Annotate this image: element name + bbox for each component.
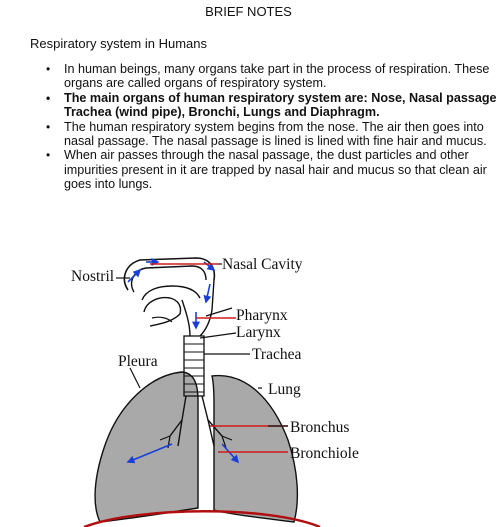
right-lung bbox=[211, 374, 299, 523]
note-item: In human beings, many organs take part i… bbox=[46, 62, 497, 91]
label-pharynx: Pharynx bbox=[236, 307, 288, 324]
page-title: BRIEF NOTES bbox=[205, 4, 292, 19]
label-nostril: Nostril bbox=[71, 268, 114, 285]
label-bronchus: Bronchus bbox=[290, 419, 349, 436]
label-trachea: Trachea bbox=[252, 346, 301, 363]
note-item: The main organs of human respiratory sys… bbox=[46, 91, 497, 120]
left-lung bbox=[94, 371, 199, 523]
label-bronchiole: Bronchiole bbox=[290, 445, 359, 462]
note-item: When air passes through the nasal passag… bbox=[46, 148, 497, 191]
label-lung: Lung bbox=[268, 381, 301, 398]
diaphragm bbox=[83, 510, 321, 527]
note-item: The human respiratory system begins from… bbox=[46, 120, 497, 149]
notes-list: In human beings, many organs take part i… bbox=[44, 62, 497, 192]
trachea-tube bbox=[183, 335, 205, 397]
bronchi bbox=[169, 395, 223, 447]
section-heading: Respiratory system in Humans bbox=[30, 36, 207, 51]
label-pleura: Pleura bbox=[118, 353, 158, 370]
label-larynx: Larynx bbox=[236, 324, 281, 341]
label-nasal-cavity: Nasal Cavity bbox=[222, 256, 303, 273]
respiratory-system-diagram: Nostril Nasal Cavity Pharynx Larynx Trac… bbox=[71, 256, 359, 527]
nasal-outline bbox=[123, 257, 216, 291]
